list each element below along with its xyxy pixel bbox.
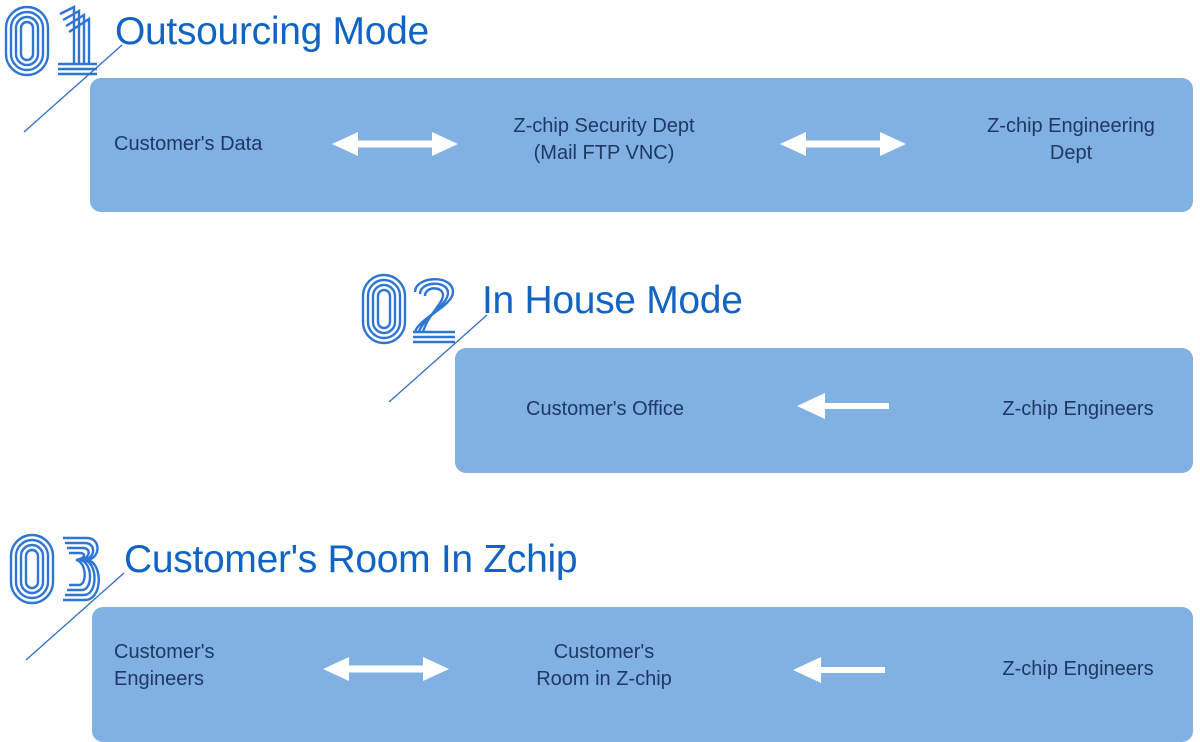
- section-01-bar: [90, 78, 1193, 212]
- leader-line-01: [18, 42, 128, 137]
- section-03-node-1: Customer's Room in Z-chip: [536, 641, 672, 690]
- section-03-bar: [92, 607, 1193, 742]
- section-02-arrow-0-left-icon: [797, 393, 889, 419]
- section-01-title: Outsourcing Mode: [115, 10, 429, 53]
- section-number-02-icon: [357, 270, 467, 348]
- leader-line-03: [20, 570, 130, 665]
- section-01-node-0: Customer's Data: [114, 133, 263, 155]
- section-02-title: In House Mode: [482, 279, 743, 322]
- section-03-node-0: Customer's Engineers: [114, 641, 215, 690]
- section-01-node-2: Z-chip Engineering Dept: [987, 115, 1155, 164]
- leader-line-02: [383, 312, 493, 407]
- section-01-arrow-1-bidirectional-icon: [780, 131, 906, 157]
- section-number-01-icon: [0, 2, 110, 80]
- section-01-arrow-0-bidirectional-icon: [332, 131, 458, 157]
- section-03-node-2: Z-chip Engineers: [1002, 658, 1154, 680]
- section-number-03-icon: [5, 530, 115, 608]
- section-02-node-1: Z-chip Engineers: [1002, 398, 1154, 420]
- section-01-node-1: Z-chip Security Dept (Mail FTP VNC): [513, 115, 695, 164]
- section-02-node-0: Customer's Office: [526, 398, 684, 420]
- section-03-arrow-0-bidirectional-icon: [323, 656, 449, 682]
- section-03-arrow-1-left-icon: [793, 657, 885, 683]
- section-03-title: Customer's Room In Zchip: [124, 538, 578, 581]
